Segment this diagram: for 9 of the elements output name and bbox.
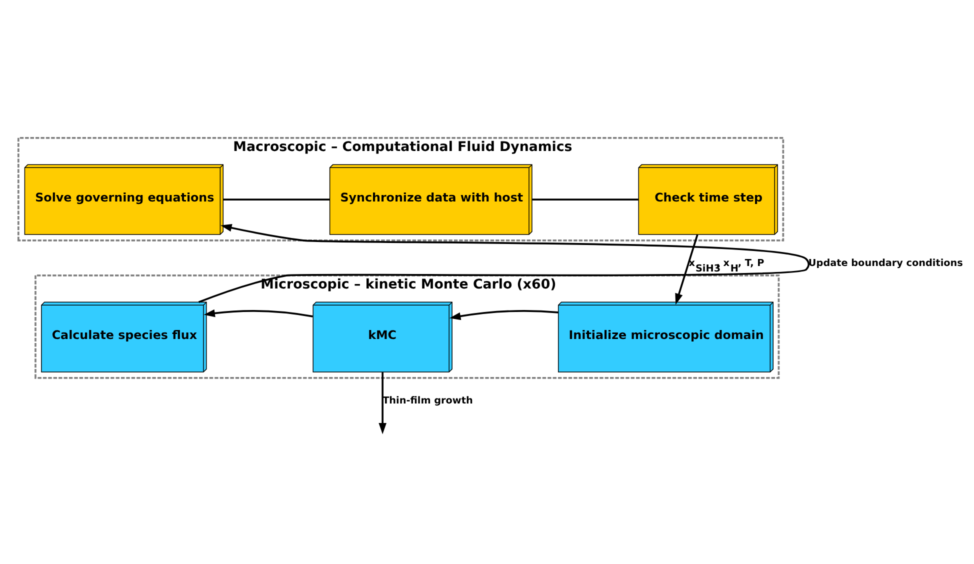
arrow [378, 372, 386, 434]
arrow [675, 234, 698, 305]
connector [223, 198, 330, 201]
connector [532, 198, 638, 201]
arrow [449, 310, 558, 320]
arrow [204, 309, 313, 318]
arrow [198, 224, 809, 304]
edge-label: Update boundary conditions [808, 258, 963, 270]
edge-label: Thin-film growth [382, 396, 473, 407]
